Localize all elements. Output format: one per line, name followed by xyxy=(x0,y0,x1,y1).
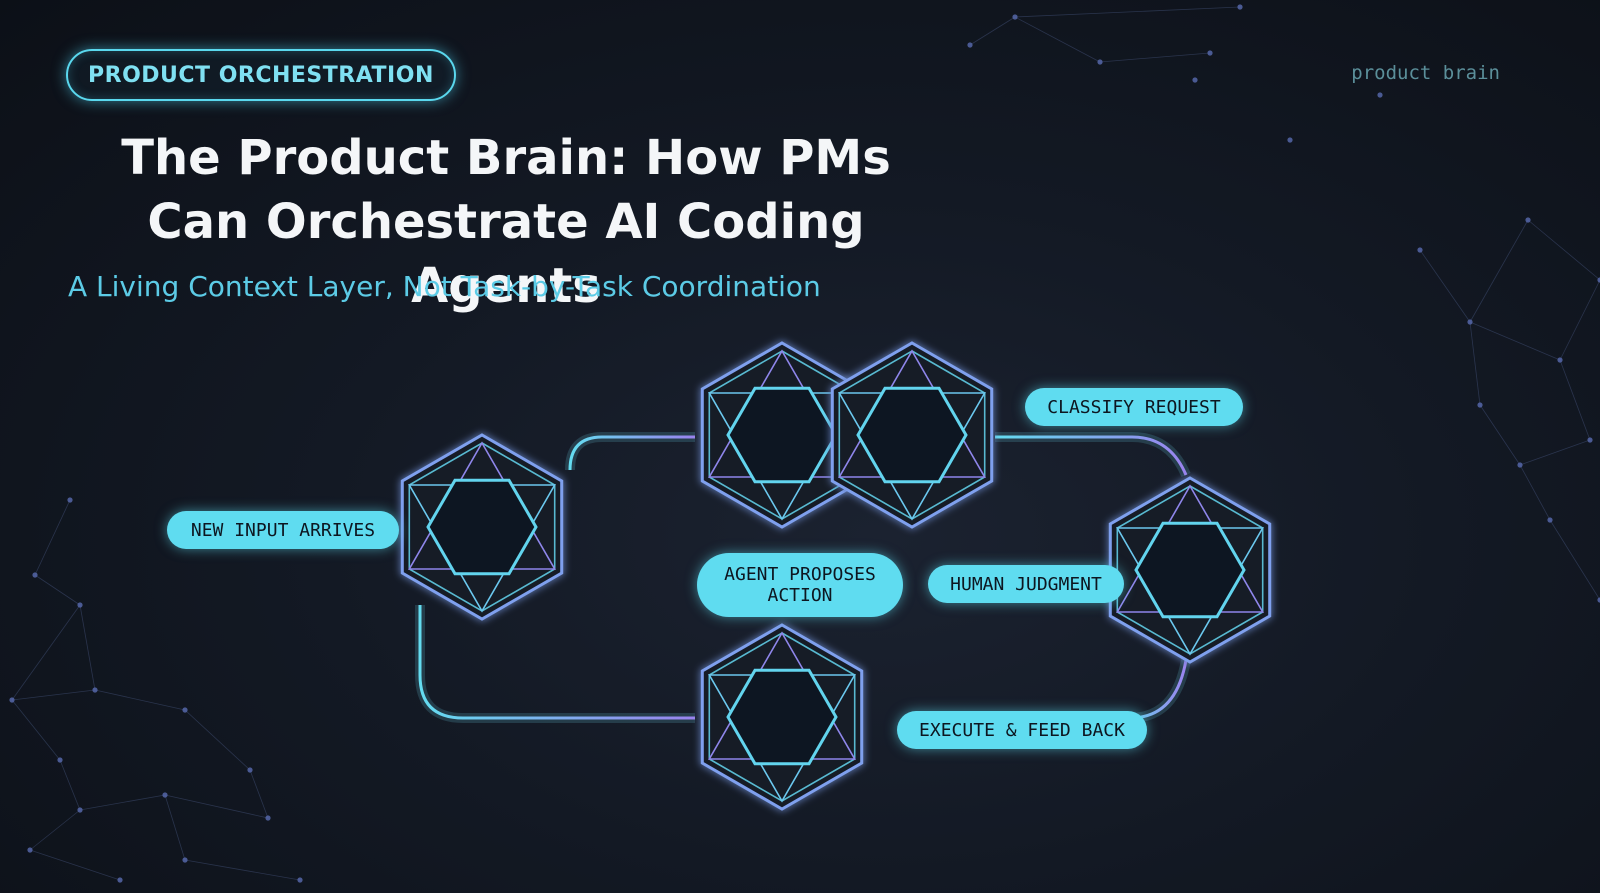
category-badge: PRODUCT ORCHESTRATION xyxy=(66,49,456,101)
step-label-line-1: AGENT PROPOSES xyxy=(724,564,876,585)
step-label: EXECUTE & FEED BACK xyxy=(919,719,1125,741)
step-label: NEW INPUT ARRIVES xyxy=(190,519,376,541)
human-node-hexagon xyxy=(1108,476,1272,664)
step-label: CLASSIFY REQUEST xyxy=(1047,396,1221,418)
step-execute-feed-back: EXECUTE & FEED BACK xyxy=(897,711,1147,749)
step-classify-request: CLASSIFY REQUEST xyxy=(1025,388,1243,426)
step-label-line-2: ACTION xyxy=(767,585,833,606)
step-agent-proposes-action: AGENT PROPOSES ACTION xyxy=(697,553,903,617)
step-new-input-arrives: NEW INPUT ARRIVES xyxy=(167,511,399,549)
step-human-judgment: HUMAN JUDGMENT xyxy=(928,565,1124,603)
page-title: The Product Brain: How PMs Can Orchestra… xyxy=(121,130,891,314)
input-node-hexagon xyxy=(400,433,564,621)
brand-label: product brain xyxy=(1351,62,1500,84)
classify-node-hexagon xyxy=(830,341,994,529)
loop-nodes xyxy=(400,341,1272,811)
step-label: HUMAN JUDGMENT xyxy=(950,573,1102,595)
execute-node-hexagon xyxy=(700,623,864,811)
page-subtitle: A Living Context Layer, Not Task-by-Task… xyxy=(68,270,821,303)
agent-node-hexagon xyxy=(700,341,864,529)
